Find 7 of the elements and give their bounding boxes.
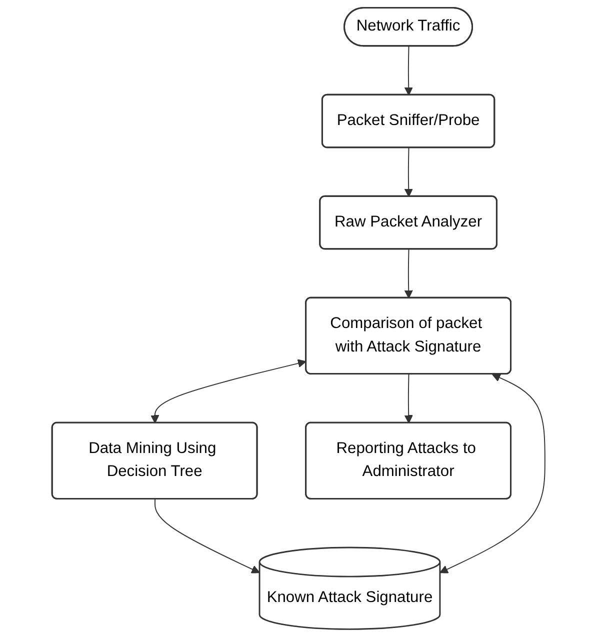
arrow	[404, 248, 413, 299]
arrow	[404, 374, 413, 424]
arrow	[150, 359, 306, 424]
arrow	[440, 374, 546, 574]
arrow	[154, 498, 260, 574]
arrow	[404, 147, 413, 198]
arrow	[404, 46, 413, 96]
